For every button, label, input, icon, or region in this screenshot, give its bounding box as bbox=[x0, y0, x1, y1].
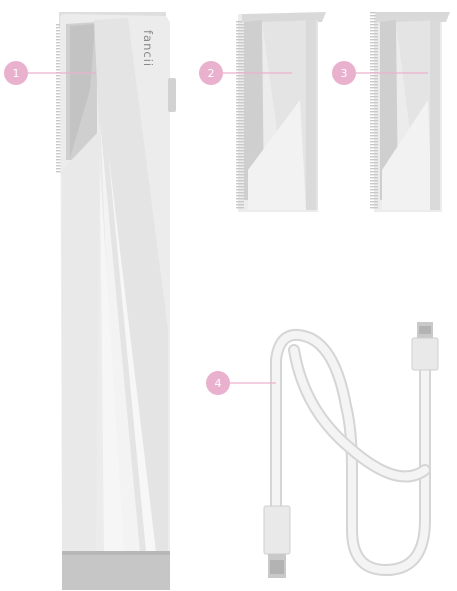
callout-2: 2 bbox=[199, 61, 292, 85]
attachment-2 bbox=[236, 12, 326, 212]
callout-number-1: 1 bbox=[13, 67, 20, 80]
trimmer-main-body bbox=[56, 12, 176, 590]
callout-3: 3 bbox=[332, 61, 428, 85]
callout-1: 1 bbox=[4, 61, 96, 85]
callout-4: 4 bbox=[206, 371, 276, 395]
callout-number-4: 4 bbox=[215, 377, 222, 390]
usb-micro-connector bbox=[411, 322, 439, 371]
callout-number-2: 2 bbox=[208, 67, 215, 80]
brand-logo-text: fancii bbox=[141, 30, 155, 67]
attachment-3 bbox=[370, 12, 450, 212]
usb-a-connector bbox=[263, 505, 291, 578]
callout-number-3: 3 bbox=[341, 67, 348, 80]
usb-cable bbox=[270, 328, 431, 576]
